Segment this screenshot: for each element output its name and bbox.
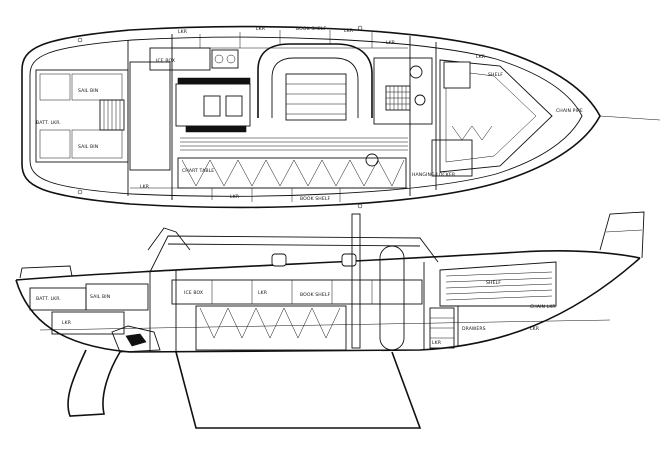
plan-cockpit-seat-mid [71, 73, 123, 101]
profile-v-berth [439, 261, 557, 307]
profile-label: BOOK SHELF [300, 292, 331, 298]
profile-engine-detail [125, 333, 147, 347]
plan-cockpit-grate [99, 99, 125, 131]
plan-label: LKR [476, 54, 486, 60]
plan-sole-planks [180, 83, 408, 151]
plan-label: LKR [256, 26, 266, 32]
plan-deck-line [29, 36, 583, 197]
profile-aft-locker-c [51, 311, 125, 335]
profile-hull-bottom [15, 257, 641, 353]
plan-head-grate-lines [386, 86, 410, 110]
plan-label: CHART TABLE [182, 168, 214, 174]
profile-label: LKR [432, 340, 442, 346]
profile-label: ICE BOX [184, 290, 203, 296]
plan-stanchion-a [77, 37, 83, 43]
plan-dark-fill-b [185, 125, 247, 133]
plan-label: BOOK SHELF [300, 196, 331, 202]
plan-label: LKR [140, 184, 150, 190]
plan-label: LKR [344, 28, 354, 34]
plan-companionway [129, 61, 171, 171]
profile-label: LKR [530, 326, 540, 332]
profile-port-2 [341, 253, 357, 267]
profile-aft-locker-b [85, 283, 149, 311]
profile-sheer [15, 250, 641, 281]
plan-label: ICE BOX [156, 58, 175, 64]
profile-stern-rail [19, 265, 73, 279]
profile-settee-zigzag [199, 307, 341, 339]
plan-settee-zigzag [181, 159, 405, 187]
plan-label: SAIL BIN [78, 88, 98, 94]
profile-upper-lockers [171, 279, 423, 305]
plan-label: CHAIN PIPE [556, 108, 583, 114]
profile-rudder [67, 349, 121, 417]
profile-label: LKR [62, 320, 72, 326]
profile-label: BATT. LKR. [36, 296, 61, 302]
plan-sink-left [203, 95, 221, 117]
plan-stanchion-b [77, 189, 83, 195]
plan-label: LKR [178, 29, 188, 35]
plan-stove [211, 49, 239, 69]
plan-mast-step [365, 153, 379, 167]
profile-engine [111, 325, 161, 353]
plan-cockpit-seat-low2 [71, 129, 123, 159]
plan-stanchion-c [357, 25, 363, 31]
plan-anchor-well [443, 61, 471, 89]
profile-v-berth-planks [445, 271, 553, 301]
plan-centerline [599, 115, 661, 121]
plan-label: HANGING LOCKER [412, 172, 456, 178]
plan-sink-right [225, 95, 243, 117]
profile-dodger [147, 227, 191, 251]
plan-view: LKR LKR BOOK SHELF LKR LKR ICE BOX LKR S… [21, 25, 661, 209]
plan-salon-table [285, 73, 347, 121]
plan-head [373, 57, 433, 125]
plan-label: BOOK SHELF [296, 26, 327, 32]
profile-waterline [39, 319, 611, 331]
plan-cockpit-seat-low [39, 129, 71, 159]
profile-label: LKR [258, 290, 268, 296]
profile-keel [175, 351, 422, 429]
profile-label: CHAIN LKR [530, 304, 556, 310]
plan-label: LKR [230, 194, 240, 200]
plan-label: SHELF [488, 72, 503, 78]
plan-stove-burner-a [214, 54, 224, 64]
profile-label: SAIL BIN [90, 294, 110, 300]
profile-bow-pulpit-rail [605, 229, 643, 233]
plan-stanchion-d [357, 203, 363, 209]
plan-v-berth-inner [445, 69, 537, 163]
plan-top-lockers [172, 30, 408, 49]
plan-label: LKR [386, 40, 396, 46]
plan-bottom-lockers [130, 187, 408, 202]
plan-toilet [409, 65, 423, 79]
profile-settee [195, 305, 347, 351]
profile-port-1 [271, 253, 287, 267]
plan-washbasin [414, 94, 426, 106]
profile-bow-pulpit [599, 211, 645, 259]
profile-upper-locker-dividers [211, 280, 373, 304]
plan-dinette-inner [271, 57, 359, 118]
plan-label: SAIL BIN [78, 144, 98, 150]
profile-label: DRAWERS [462, 326, 486, 332]
plan-cockpit-seat-top [39, 73, 71, 101]
plan-v-berth-zigzag [451, 125, 493, 141]
profile-cabin-house [149, 235, 439, 273]
profile-label: SHELF [486, 280, 501, 286]
profile-mast [351, 213, 361, 349]
plan-label: BATT. LKR. [36, 120, 61, 126]
plan-hanging-locker [431, 139, 473, 177]
plan-hull-outline [21, 25, 601, 209]
plan-dark-fill-a [177, 77, 251, 85]
profile-mast-pillar [379, 245, 405, 351]
plan-v-berth [439, 59, 553, 173]
profile-view: SAIL BIN ICE BOX BOOK SHELF SHELF BATT. … [15, 211, 645, 429]
plan-stove-burner-b [226, 54, 236, 64]
plan-dinette-seat [257, 43, 373, 118]
profile-cabin-top [167, 243, 421, 247]
